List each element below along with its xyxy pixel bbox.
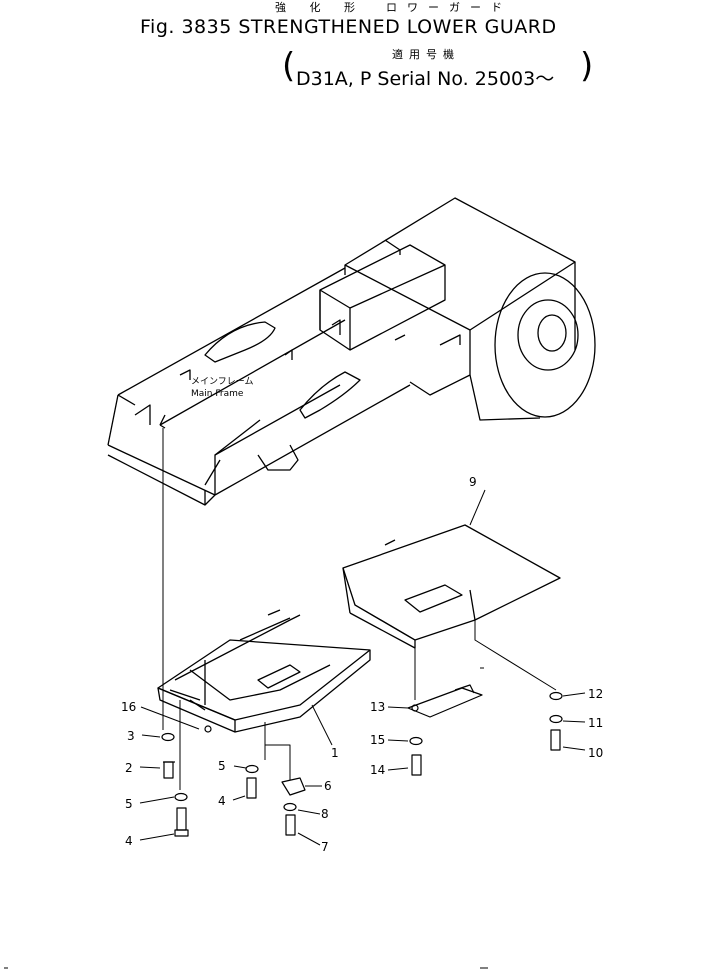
callout-11: 11 [588, 716, 603, 730]
callout-10: 10 [588, 746, 603, 760]
callout-15: 15 [370, 733, 385, 747]
guard-plate-9 [342, 524, 561, 649]
callout-9: 9 [469, 475, 477, 489]
jp-title: 強 化 形 ロワーガード [275, 1, 512, 14]
callout-7: 7 [321, 840, 329, 854]
callout-5: 5 [125, 797, 133, 811]
callout-12: 12 [588, 687, 603, 701]
callouts: 1 2 3 4 4 5 5 6 7 8 9 10 11 12 13 14 15 … [121, 475, 603, 854]
callout-2: 2 [125, 761, 133, 775]
guard-plate-1 [157, 609, 371, 733]
main-frame-jp-label: メインフレーム [191, 376, 253, 387]
callout-16: 16 [121, 700, 136, 714]
hardware [161, 684, 563, 837]
jp-applicable-label: 適用号機 [392, 48, 460, 61]
callout-3: 3 [127, 729, 135, 743]
leader-lines [139, 428, 586, 846]
callout-1: 1 [331, 746, 339, 760]
callout-5: 5 [218, 759, 226, 773]
callout-4: 4 [125, 834, 133, 848]
page-title: Fig. 3835 STRENGTHENED LOWER GUARD [140, 16, 557, 38]
paren-open: ( [282, 46, 296, 86]
main-frame-drawing [107, 197, 596, 506]
callout-14: 14 [370, 763, 385, 777]
callout-6: 6 [324, 779, 332, 793]
main-frame-en-label: Main Frame [191, 389, 244, 399]
serial-range: D31A, P Serial No. 25003～ [296, 68, 555, 90]
paren-close: ) [580, 46, 594, 86]
callout-8: 8 [321, 807, 329, 821]
callout-4: 4 [218, 794, 226, 808]
callout-13: 13 [370, 700, 385, 714]
